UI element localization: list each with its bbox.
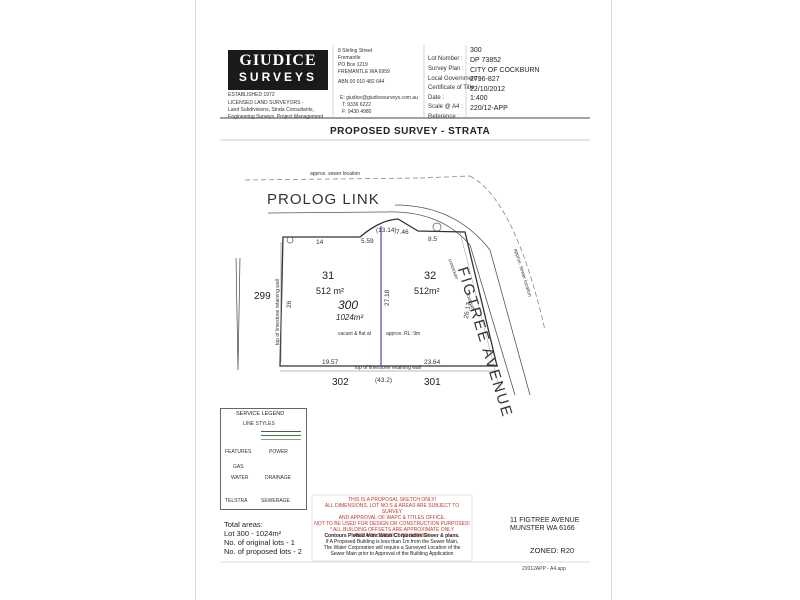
zoning-label: ZONED: R20 (530, 546, 575, 555)
lot32-number: 32 (424, 270, 437, 282)
note-line: ALL DIMENSIONS, LOT NO.S & AREAS ARE SUB… (324, 503, 460, 515)
legend-power: POWER (269, 449, 288, 455)
note-line: The Water Corporation will require a Sur… (323, 545, 461, 551)
dim-14: 14 (316, 239, 324, 246)
info-row: Scale @ A4 :1:400 (428, 95, 488, 110)
established-text: ESTABLISHED 1972 (228, 92, 275, 98)
address-line: Fremantle (338, 55, 361, 61)
info-row: Certificate of Title :2796-827 (428, 76, 500, 91)
dim-23-64: 23.64 (424, 359, 441, 366)
dim-5-59: 5.59 (361, 238, 374, 245)
info-row: Local Government :CITY OF COCKBURN (428, 66, 540, 82)
sewer-label-top: approx. sewer location (310, 171, 361, 177)
dim-43-2: (43.2) (375, 377, 392, 384)
totals-heading: Total areas: (224, 520, 263, 529)
company-logo: GIUDICE SURVEYS (228, 50, 328, 90)
note-line: If A Proposed Building is less than 1m f… (325, 539, 459, 545)
legend-drainage: DRAINAGE (265, 475, 292, 481)
note-line: Contours Plotted from Water Corporation … (324, 533, 460, 539)
note-line: NOT TO BE USED FOR DESIGN OR CONSTRUCTIO… (314, 521, 470, 527)
info-row: Lot Number :300 (428, 47, 482, 62)
service-legend: SERVICE LEGEND LINE STYLES FEATURES POWE… (220, 408, 307, 510)
footer-reference: 22012APP - A4.app (522, 566, 566, 572)
services-block: LICENSED LAND SURVEYORS - Land Subdivisi… (228, 100, 323, 121)
contact-block: E: giudice@giudicesurveys.com.au T: 9336… (340, 95, 418, 116)
services-line: Land Subdivisions, Strata Consultants, (228, 107, 314, 113)
property-address: 11 FIGTREE AVENUE MUNSTER WA 6166 (510, 517, 579, 533)
address-block: 8 Stirling Street Fremantle PO Box 1219 … (338, 48, 390, 86)
legend-line (261, 431, 301, 432)
road-edge (394, 204, 531, 396)
logo-line2: SURVEYS (238, 70, 318, 84)
wall-label-bottom: top of limestone retaining wall (355, 365, 421, 371)
address-line: PO Box 1219 (338, 62, 368, 68)
legend-telstra: TELSTRA (225, 498, 248, 504)
lot-302-label: 302 (332, 377, 349, 388)
note-line: * ALL BUILDING OFFSETS ARE APPROXIMATE O… (329, 527, 455, 533)
rl-note: approx. RL: 9m (386, 331, 421, 337)
info-row: Date :22/10/2012 (428, 85, 506, 101)
dim-8-5: 8.5 (428, 236, 438, 243)
legend-gas: GAS (233, 464, 244, 470)
phone-text: T: 9336 6222 (342, 102, 371, 108)
legend-water: WATER (231, 475, 249, 481)
address-line1: 11 FIGTREE AVENUE (510, 517, 580, 524)
legend-sewerage: SEWERAGE (261, 498, 290, 504)
wall-label-left: top of limestone retaining wall (275, 279, 281, 345)
abn-text: ABN 00 010 482 644 (338, 79, 385, 85)
note-line: AND APPROVAL OF WAPC & TITLES OFFICE. (338, 515, 446, 521)
legend-line-styles: LINE STYLES (243, 421, 275, 427)
lot32-area: 512m² (414, 286, 440, 296)
lot-299-label: 299 (254, 291, 271, 302)
sewer-notes: Contours Plotted from Water Corporation … (314, 533, 470, 557)
lot-300-boundary (279, 218, 498, 367)
sewer-line-top (244, 177, 421, 181)
lot31-area: 512 m² (316, 286, 345, 296)
logo-line1: GIUDICE (239, 52, 317, 69)
lot-301-label: 301 (424, 377, 441, 388)
dim-26: 26 (286, 300, 293, 308)
lot31-number: 31 (322, 270, 335, 282)
info-row: Reference :220/12-APP (428, 104, 508, 120)
info-row: Survey Plan :DP 73852 (428, 57, 502, 72)
totals-lot: Lot 300 - 1024m² (224, 529, 282, 538)
dim-27-18: 27.18 (384, 289, 391, 306)
address-line: 8 Stirling Street (338, 48, 373, 54)
address-line: FREMANTLE WA 6959 (338, 69, 390, 75)
post-symbol (286, 236, 294, 244)
note-line: Sewer Main prior to Approval of the Buil… (330, 551, 454, 557)
totals-original: No. of original lots - 1 (224, 538, 295, 547)
legend-line (261, 439, 301, 440)
services-line: LICENSED LAND SURVEYORS - (228, 100, 304, 106)
totals-block: Total areas: Lot 300 - 1024m² No. of ori… (224, 520, 302, 556)
dim-7-46: 7.46 (396, 229, 409, 236)
footpath-line (459, 231, 501, 391)
info-table: Lot Number :300 Survey Plan :DP 73852 Lo… (428, 47, 568, 120)
email-text: E: giudice@giudicesurveys.com.au (340, 95, 418, 101)
dim-19-57: 19.57 (322, 359, 339, 366)
document-title: PROPOSED SURVEY - STRATA (330, 126, 491, 137)
legend-features: FEATURES (225, 449, 252, 455)
neighbour-boundary-mark (235, 257, 241, 371)
street-prolog-link: PROLOG LINK (267, 191, 380, 208)
totals-proposed: No. of proposed lots - 2 (224, 547, 302, 556)
legend-line (261, 435, 301, 436)
lot300-number: 300 (338, 298, 359, 312)
notes-box (311, 494, 473, 562)
lot300-area: 1024m² (336, 313, 364, 322)
services-line: Engineering Surveys, Project Management (228, 114, 324, 120)
address-line2: MUNSTER WA 6166 (510, 525, 575, 532)
sewer-line-right (469, 175, 546, 331)
legend-title: SERVICE LEGEND (236, 411, 285, 417)
dim-13-14: (13.14) (376, 227, 397, 234)
vacant-note: vacant & flat at (338, 331, 372, 337)
tree-symbol (432, 222, 442, 232)
fax-text: F: 9430 4980 (342, 109, 372, 115)
red-notes: THIS IS A PROPOSAL SKETCH ONLY! ALL DIME… (314, 497, 470, 539)
note-line: AND ARE SUBJECT TO SURVEY. (353, 533, 431, 539)
sewer-line-top (419, 175, 471, 179)
note-line: THIS IS A PROPOSAL SKETCH ONLY! (347, 497, 437, 503)
